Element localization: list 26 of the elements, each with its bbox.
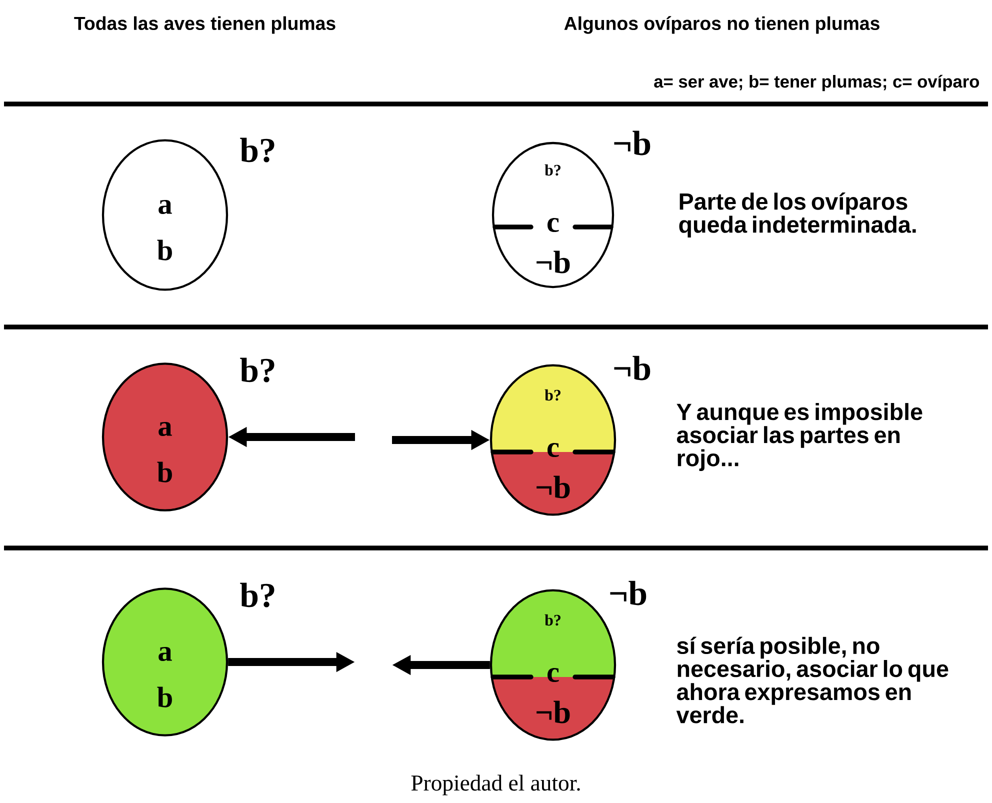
letter: b? xyxy=(544,389,560,401)
variable-key: a= ser ave; b= tener plumas; c= ovíparo xyxy=(654,74,980,92)
letter: b? xyxy=(544,164,560,176)
letter: ¬b xyxy=(536,700,570,724)
explanation-text: sí sería posible, no necesario, asociar lo que ahora expresamos en verde. xyxy=(676,636,948,724)
beside-label: b? xyxy=(240,582,274,608)
letter: b? xyxy=(544,614,560,626)
letter: a xyxy=(158,646,172,662)
letter: c xyxy=(548,218,559,232)
letter: a xyxy=(158,422,172,436)
beside-label: ¬b xyxy=(614,356,650,380)
letter: b xyxy=(157,686,172,708)
caption: Propiedad el autor. xyxy=(411,774,580,796)
explanation-text: Y aunque es imposible asociar las partes en rojo... xyxy=(676,403,922,471)
letter: b xyxy=(157,240,172,260)
explanation-text: Parte de los ovíparos queda indeterminada. xyxy=(679,192,916,238)
beside-label: b? xyxy=(240,358,274,382)
beside-label: b? xyxy=(240,138,274,162)
beside-label: ¬b xyxy=(610,580,646,606)
letter: b xyxy=(157,462,172,482)
letter: ¬b xyxy=(536,476,570,498)
column-heading: Algunos ovíparos no tienen plumas xyxy=(564,16,880,34)
letter: ¬b xyxy=(536,250,570,274)
column-heading: Todas las aves tienen plumas xyxy=(74,16,336,34)
letter: a xyxy=(158,200,172,214)
beside-label: ¬b xyxy=(614,130,650,156)
